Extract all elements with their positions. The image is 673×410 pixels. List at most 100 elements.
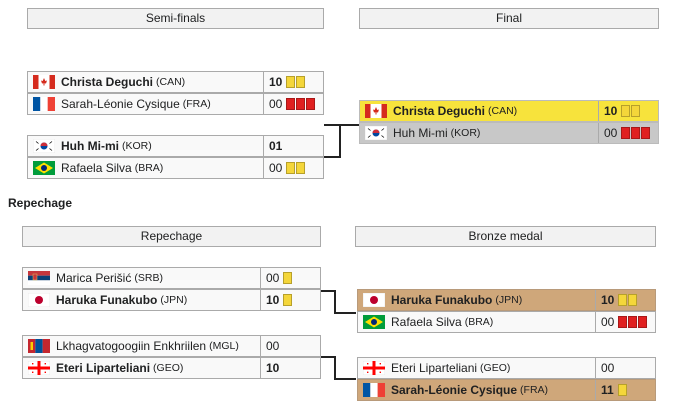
red-card-icon: [641, 127, 651, 139]
header-semifinals: Semi-finals: [27, 8, 324, 29]
score-value: 10: [269, 75, 283, 89]
athlete-cell: Marica Perišić(SRB): [23, 268, 267, 288]
connector: [321, 356, 336, 358]
yellow-card-icon: [628, 294, 638, 306]
score-value: 00: [604, 126, 618, 140]
header-repechage: Repechage: [22, 226, 321, 247]
athlete-name[interactable]: Huh Mi-mi: [61, 139, 119, 153]
athlete-name[interactable]: Christa Deguchi: [61, 75, 154, 89]
athlete-country[interactable]: (GEO): [153, 362, 184, 374]
connector: [334, 356, 336, 380]
match-row: Huh Mi-mi(KOR)00: [359, 122, 659, 144]
match-row: Huh Mi-mi(KOR)01: [27, 135, 324, 157]
score-cell: 00: [263, 158, 323, 178]
athlete-country[interactable]: (JPN): [495, 294, 523, 306]
score-cell: 00: [263, 94, 323, 114]
flag-bra-icon: [33, 161, 55, 175]
athlete-country[interactable]: (BRA): [134, 162, 164, 174]
athlete-cell: Christa Deguchi(CAN): [28, 72, 270, 92]
athlete-name[interactable]: Christa Deguchi: [393, 104, 486, 118]
athlete-name[interactable]: Marica Perišić: [56, 271, 132, 285]
athlete-country[interactable]: (FRA): [520, 384, 549, 396]
penalty-cards: [620, 105, 641, 117]
score-value: 00: [269, 161, 283, 175]
yellow-card-icon: [283, 294, 293, 306]
score-value: 10: [601, 293, 615, 307]
score-value: 00: [601, 315, 615, 329]
red-card-icon: [296, 98, 306, 110]
red-card-icon: [286, 98, 296, 110]
red-card-icon: [631, 127, 641, 139]
score-cell: 10: [260, 290, 320, 310]
athlete-country[interactable]: (BRA): [464, 316, 494, 328]
yellow-card-icon: [296, 162, 306, 174]
penalty-cards: [285, 76, 306, 88]
score-value: 10: [266, 293, 280, 307]
flag-bra-icon: [363, 315, 385, 329]
connector: [324, 124, 342, 126]
score-cell: 10: [598, 101, 658, 121]
score-value: 11: [601, 383, 614, 397]
red-card-icon: [638, 316, 648, 328]
athlete-country[interactable]: (KOR): [122, 140, 152, 152]
athlete-name[interactable]: Lkhagvatogoogiin Enkhriilen: [56, 339, 207, 353]
penalty-cards: [282, 294, 293, 306]
score-value: 10: [266, 361, 280, 375]
match-row: Christa Deguchi(CAN) 10: [359, 100, 659, 122]
score-value: 00: [266, 271, 280, 285]
athlete-name[interactable]: Sarah-Léonie Cysique: [391, 383, 518, 397]
match-row: Marica Perišić(SRB)00: [22, 267, 321, 289]
athlete-country[interactable]: (CAN): [156, 76, 186, 88]
match-row: Sarah-Léonie Cysique(FRA)11: [357, 379, 656, 401]
athlete-cell: Huh Mi-mi(KOR): [360, 123, 605, 143]
flag-jpn-icon: [28, 293, 50, 307]
athlete-name[interactable]: Rafaela Silva: [61, 161, 132, 175]
match-row: Eteri Liparteliani(GEO) 10: [22, 357, 321, 379]
athlete-cell: Sarah-Léonie Cysique(FRA): [358, 380, 602, 400]
flag-kor-icon: [33, 139, 55, 153]
athlete-country[interactable]: (CAN): [488, 105, 518, 117]
flag-kor-icon: [365, 126, 387, 140]
athlete-country[interactable]: (JPN): [160, 294, 188, 306]
section-title-repechage: Repechage: [8, 196, 73, 210]
connector: [324, 156, 340, 158]
flag-fra-icon: [363, 383, 385, 397]
athlete-name[interactable]: Sarah-Léonie Cysique: [61, 97, 180, 111]
athlete-cell: Haruka Funakubo(JPN): [23, 290, 267, 310]
match-row: Haruka Funakubo(JPN) 10: [357, 289, 656, 311]
athlete-country[interactable]: (FRA): [182, 98, 211, 110]
athlete-cell: Sarah-Léonie Cysique(FRA): [28, 94, 270, 114]
athlete-name[interactable]: Haruka Funakubo: [56, 293, 158, 307]
score-value: 00: [266, 339, 280, 353]
yellow-card-icon: [296, 76, 306, 88]
yellow-card-icon: [631, 105, 641, 117]
flag-srb-icon: [28, 271, 50, 285]
athlete-country[interactable]: (SRB): [134, 272, 163, 284]
athlete-name[interactable]: Rafaela Silva: [391, 315, 462, 329]
score-cell: 00: [595, 312, 655, 332]
athlete-name[interactable]: Eteri Liparteliani: [56, 361, 151, 375]
penalty-cards: [285, 98, 316, 110]
athlete-name[interactable]: Huh Mi-mi: [393, 126, 448, 140]
match-row: Eteri Liparteliani(GEO) 00: [357, 357, 656, 379]
athlete-cell: Rafaela Silva(BRA): [28, 158, 270, 178]
flag-fra-icon: [33, 97, 55, 111]
score-cell: 00: [260, 336, 320, 356]
connector: [339, 124, 341, 158]
red-card-icon: [618, 316, 628, 328]
athlete-name[interactable]: Haruka Funakubo: [391, 293, 493, 307]
athlete-name[interactable]: Eteri Liparteliani: [391, 361, 478, 375]
flag-geo-icon: [363, 361, 385, 375]
header-final: Final: [359, 8, 659, 29]
yellow-card-icon: [286, 162, 296, 174]
score-cell: 01: [263, 136, 323, 156]
athlete-country[interactable]: (MGL): [209, 340, 239, 352]
red-card-icon: [306, 98, 316, 110]
match-row: Sarah-Léonie Cysique(FRA)00: [27, 93, 324, 115]
athlete-country[interactable]: (GEO): [480, 362, 511, 374]
athlete-cell: Huh Mi-mi(KOR): [28, 136, 270, 156]
flag-can-icon: [365, 104, 387, 118]
score-cell: 00: [595, 358, 655, 378]
score-cell: 10: [263, 72, 323, 92]
athlete-country[interactable]: (KOR): [450, 127, 481, 139]
